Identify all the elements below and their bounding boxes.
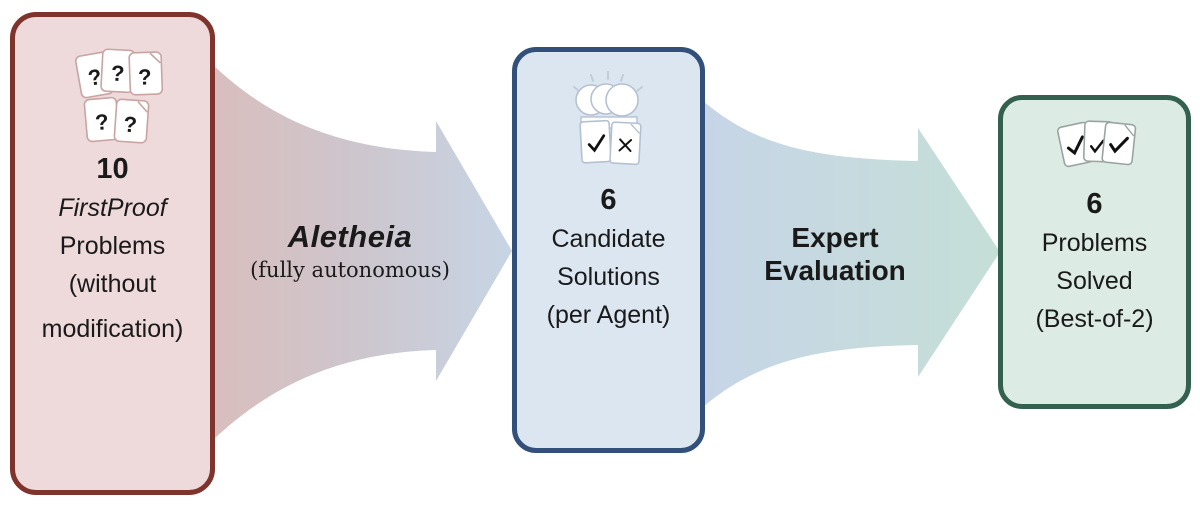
candidates-count: 6 <box>600 184 617 216</box>
question-mark: ? <box>137 64 151 89</box>
sparkle-rays-icon <box>572 71 643 92</box>
solved-count: 6 <box>1086 188 1103 220</box>
candidates-line: Solutions <box>557 263 660 291</box>
aletheia-label: Aletheia <box>287 219 413 254</box>
cross-icon <box>618 138 632 153</box>
ideas-papers-check-cross-icon <box>572 71 643 166</box>
candidates-line: Candidate <box>551 225 666 253</box>
check-card-icon <box>1100 121 1136 166</box>
problems-count: 10 <box>96 153 129 185</box>
expert-evaluation-arrow <box>702 100 1000 408</box>
check-papers-icon <box>1056 120 1136 168</box>
question-mark: ? <box>122 112 137 138</box>
stage-candidates-box: 6 Candidate Solutions (per Agent) <box>512 47 705 453</box>
cross-paper-icon <box>608 121 642 166</box>
check-icon <box>1108 136 1129 154</box>
aletheia-sublabel: (fully autonomous) <box>250 258 450 282</box>
benchmark-name: FirstProof <box>58 194 167 222</box>
candidates-line: (per Agent) <box>546 301 671 329</box>
solved-line: Solved <box>1056 267 1133 295</box>
stage-solved-box: 6 Problems Solved (Best-of-2) <box>998 95 1191 409</box>
check-icon <box>1066 135 1084 156</box>
check-paper-icon <box>578 119 612 164</box>
expert-evaluation-line: Evaluation <box>764 255 906 286</box>
idea-bulbs-icon <box>574 83 639 117</box>
expert-evaluation-line: Expert <box>791 222 879 253</box>
problems-line: Problems <box>59 232 166 260</box>
stage-problems-box: ? ? ? ? ? 10 FirstProof Problems <box>10 12 215 495</box>
check-icon <box>1089 139 1105 154</box>
expert-evaluation-label: Expert Evaluation <box>735 221 935 287</box>
question-mark: ? <box>86 64 104 91</box>
problems-line: modification) <box>41 315 184 343</box>
question-mark: ? <box>110 60 125 86</box>
question-papers-icon: ? ? ? ? ? <box>74 48 163 144</box>
problems-line: (without <box>68 270 157 298</box>
solved-line: (Best-of-2) <box>1035 305 1154 333</box>
question-mark: ? <box>94 109 110 135</box>
check-icon <box>587 134 605 153</box>
aletheia-arrow <box>213 65 512 440</box>
solved-line: Problems <box>1041 229 1148 257</box>
